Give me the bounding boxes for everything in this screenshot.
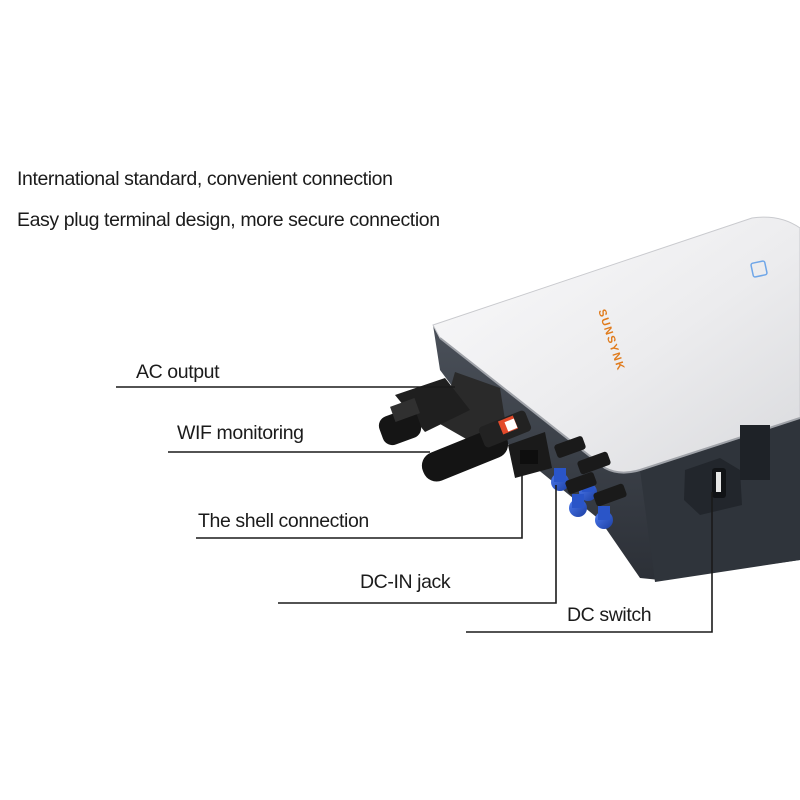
shell-leader-line: [196, 470, 523, 539]
ac-output-connector: [378, 372, 505, 446]
callout-ac-output: AC output: [136, 361, 220, 383]
callout-shell-connection: The shell connection: [198, 510, 369, 532]
shell-connection-terminal: [508, 432, 552, 478]
callout-leader-lines: [116, 386, 713, 633]
callout-dc-switch: DC switch: [567, 604, 652, 626]
wifi-monitoring-module: [421, 410, 532, 482]
callout-wifi-monitoring: WIF monitoring: [177, 422, 304, 444]
lid-edge: [439, 337, 800, 474]
dc-switch-indicator: [716, 472, 721, 492]
callout-dc-in-jack: DC-IN jack: [360, 571, 451, 593]
dc-in-connectors: [551, 436, 627, 529]
dc-switch-leader-line: [466, 492, 713, 633]
dc-connector: [565, 472, 597, 517]
status-light-icon: [750, 260, 768, 278]
dc-in-leader-line: [278, 485, 557, 604]
inverter-housing: SUNSYNK: [432, 216, 800, 582]
headline-international-standard: International standard, convenient conne…: [17, 168, 393, 190]
dc-connector: [593, 483, 627, 529]
side-vent: [740, 425, 770, 480]
headline-easy-plug: Easy plug terminal design, more secure c…: [17, 209, 440, 231]
